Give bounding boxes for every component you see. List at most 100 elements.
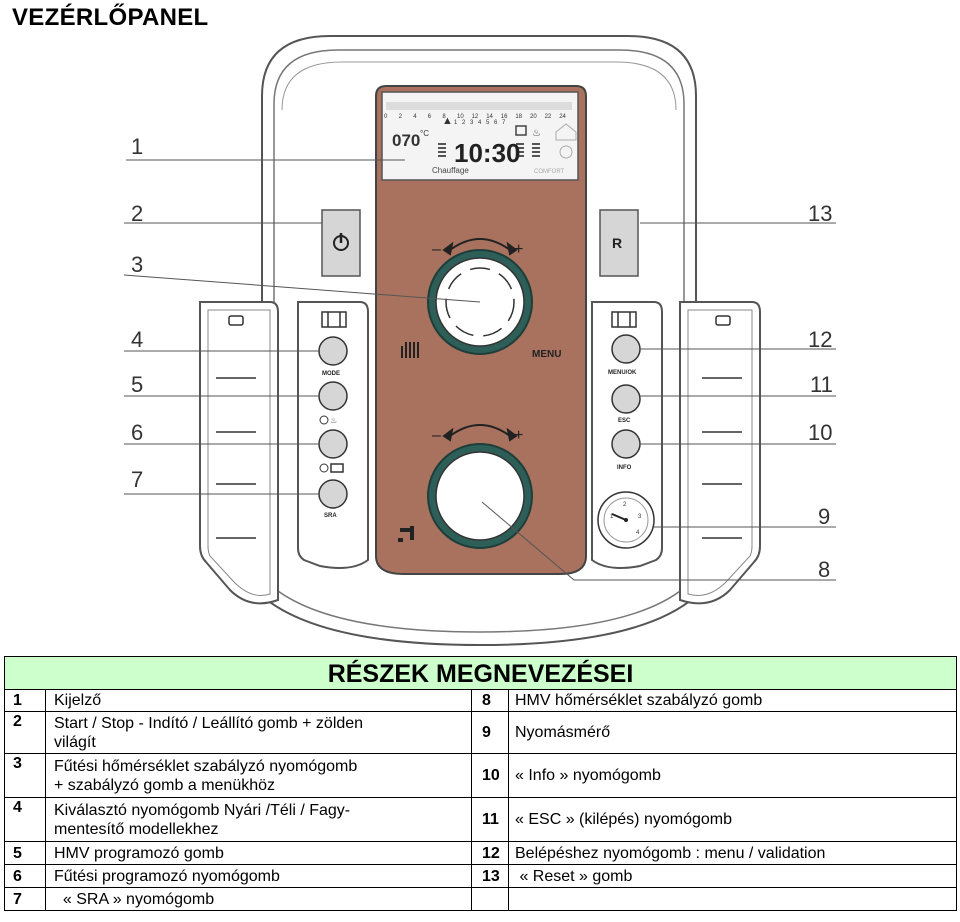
lcd-day-label: 4	[478, 120, 482, 126]
lcd-hour-label: 14	[486, 114, 493, 120]
row-description: HMV programozó gomb	[45, 841, 472, 865]
row-number: 8	[471, 689, 509, 712]
lcd-hour-label: 12	[472, 114, 479, 120]
row-number: 6	[4, 864, 46, 888]
gauge-tick-2: 2	[623, 502, 627, 508]
esc-button[interactable]	[611, 384, 641, 414]
lcd-day-label: 2	[462, 120, 466, 126]
row-number: 2	[4, 711, 46, 754]
heating-knob-plus: +	[514, 241, 523, 258]
esc-button-label: ESC	[618, 418, 631, 424]
right-button-column: MENU/OK ESC INFO	[608, 311, 641, 471]
lcd-temp-unit: °C	[420, 129, 429, 138]
mode-button[interactable]	[318, 336, 348, 366]
dhw-program-clock-icon: ♨	[319, 415, 337, 425]
row-description: HMV hőmérséklet szabályzó gomb	[508, 689, 957, 712]
menu-label: MENU	[532, 349, 561, 360]
radiator-icon	[401, 342, 419, 358]
heating-knob-adjust-arc	[442, 238, 518, 256]
lcd-hour-label: 0	[384, 114, 388, 120]
callout-5: 5	[131, 372, 143, 397]
lcd-tap-icon: ♨	[532, 128, 541, 139]
power-button[interactable]	[321, 209, 361, 277]
row-number: 11	[471, 797, 509, 842]
reset-button[interactable]: R	[599, 209, 639, 277]
callout-2: 2	[131, 201, 143, 226]
dhw-temperature-knob[interactable]	[427, 443, 533, 549]
dhw-knob-adjust-arc	[442, 424, 518, 442]
table-row: 1 Kijelző 8 HMV hőmérséklet szabályzó go…	[4, 689, 957, 712]
dhw-knob-minus: –	[432, 427, 441, 444]
callout-9: 9	[818, 504, 830, 529]
callout-4: 4	[131, 327, 143, 352]
lcd-hour-label: 8	[442, 114, 446, 120]
lcd-day-label: 5	[486, 120, 490, 126]
lcd-temperature: 070	[392, 131, 420, 150]
table-title: RÉSZEK MEGNEVEZÉSEI	[4, 656, 957, 690]
callout-11: 11	[810, 372, 833, 397]
row-number: 9	[471, 711, 509, 754]
callout-8: 8	[818, 557, 830, 582]
lcd-day-label: 7	[502, 120, 506, 126]
lcd-bar-icons	[438, 143, 540, 157]
row-description: « ESC » (kilépés) nyomógomb	[508, 797, 957, 842]
menu-ok-button[interactable]	[611, 334, 641, 364]
heating-knob-minus: –	[432, 241, 441, 258]
left-panel-slot-icon	[228, 315, 244, 326]
table-row: 3 Fűtési hőmérséklet szabályzó nyomógomb…	[4, 753, 957, 798]
row-number: 13	[471, 864, 509, 888]
heating-program-button[interactable]	[318, 429, 348, 459]
callout-3: 3	[131, 252, 143, 277]
dhw-program-button[interactable]	[318, 381, 348, 411]
row-number: 3	[4, 753, 46, 798]
gauge-tick-1: 1	[610, 514, 614, 520]
row-description: Kiválasztó nyomógomb Nyári /Téli / Fagy-…	[45, 797, 472, 842]
lcd-hour-label: 4	[413, 114, 417, 120]
left-slot-icon	[321, 311, 347, 328]
lcd-hour-label: 2	[399, 114, 403, 120]
info-button-label: INFO	[617, 465, 632, 471]
row-number: 4	[4, 797, 46, 842]
housing-inner	[273, 49, 685, 633]
lcd-house-icon	[555, 123, 577, 141]
lcd-hour-label: 18	[515, 114, 522, 120]
row-description: Kijelző	[45, 689, 472, 712]
lcd-time: 10:30	[454, 138, 521, 168]
callout-7: 7	[131, 467, 143, 492]
gauge-tick-3: 3	[638, 514, 642, 520]
callout-1: 1	[131, 134, 143, 159]
lcd-status-circle	[559, 145, 573, 159]
info-button[interactable]	[611, 429, 641, 459]
row-number: 5	[4, 841, 46, 865]
flame-icon: ▲	[442, 115, 453, 127]
lcd-hour-label: 20	[530, 114, 537, 120]
sra-button[interactable]	[318, 479, 348, 509]
callout-12: 12	[808, 327, 832, 352]
left-button-column: MODE ♨ SRA	[318, 311, 348, 519]
row-description: Nyomásmérő	[508, 711, 957, 754]
pressure-gauge: 1 2 3 4	[597, 491, 655, 549]
callout-13: 13	[808, 201, 832, 226]
callout-10: 10	[808, 420, 832, 445]
mode-button-label: MODE	[322, 371, 340, 377]
row-description: Fűtési hőmérséklet szabályzó nyomógomb+ …	[45, 753, 472, 798]
table-row: 2 Start / Stop - Indító / Leállító gomb …	[4, 711, 957, 754]
lcd-mode-label: Chauffage	[432, 166, 469, 175]
heating-program-clock-icon	[319, 463, 344, 473]
callout-6: 6	[131, 420, 143, 445]
table-row: 7 « SRA » nyomógomb	[4, 887, 957, 911]
row-number: 7	[4, 887, 46, 911]
table-header-row: RÉSZEK MEGNEVEZÉSEI	[4, 656, 957, 690]
row-description: Fűtési programozó nyomógomb	[45, 864, 472, 888]
menu-ok-button-label: MENU/OK	[608, 370, 637, 376]
row-description: « Info » nyomógomb	[508, 753, 957, 798]
row-description: « Reset » gomb	[508, 864, 957, 888]
lcd-hour-label: 10	[457, 114, 464, 120]
lcd-hour-label: 22	[545, 114, 552, 120]
row-number: 1	[4, 689, 46, 712]
leader-lines	[123, 159, 836, 581]
lcd-comfort-label: COMFORT	[534, 169, 565, 175]
